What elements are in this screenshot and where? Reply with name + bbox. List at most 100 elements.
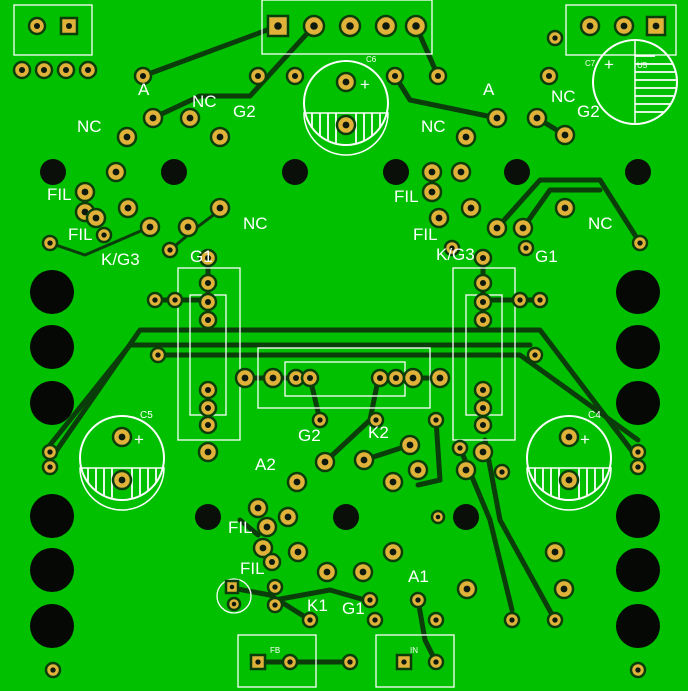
- round-pad: [409, 591, 427, 609]
- round-pad: [256, 516, 278, 538]
- round-pad: [430, 509, 446, 525]
- round-pad: [546, 611, 564, 629]
- round-pad: [316, 561, 338, 583]
- label-fil-left-2: FIL: [68, 225, 93, 244]
- round-pad: [544, 541, 566, 563]
- round-pad: [209, 197, 231, 219]
- label-fil-left-1: FIL: [47, 185, 72, 204]
- round-pad: [429, 367, 451, 389]
- round-pad: [301, 611, 319, 629]
- round-pad: [473, 248, 493, 268]
- round-pad: [451, 439, 469, 457]
- round-pad: [554, 197, 576, 219]
- round-pad: [41, 234, 59, 252]
- round-pad: [531, 291, 549, 309]
- round-pad: [386, 368, 406, 388]
- label-u5: U5: [637, 61, 648, 70]
- round-pad: [579, 15, 601, 37]
- label-a-top-left: A: [138, 80, 150, 99]
- round-pad: [443, 239, 461, 257]
- round-pad: [247, 497, 269, 519]
- round-pad: [166, 291, 184, 309]
- round-pad: [198, 398, 218, 418]
- round-pad: [385, 66, 405, 86]
- round-pad: [262, 552, 282, 572]
- round-pad: [473, 398, 493, 418]
- silkscreen-labels: A NC G2 NC A NC G2 NC FIL FIL K/G3 G1 NC…: [47, 55, 648, 655]
- round-pad: [266, 578, 284, 596]
- label-g2-center: G2: [298, 426, 321, 445]
- label-in: IN: [410, 646, 418, 655]
- round-pad: [142, 107, 164, 129]
- label-fil-right-1: FIL: [394, 187, 419, 206]
- label-nc-mid-left: NC: [243, 214, 268, 233]
- round-pad: [473, 292, 493, 312]
- round-pad: [12, 60, 32, 80]
- round-pad: [27, 16, 47, 36]
- round-pad: [486, 217, 508, 239]
- round-pad: [209, 126, 231, 148]
- round-pad: [78, 60, 98, 80]
- round-pad: [311, 411, 329, 429]
- round-pad: [629, 661, 647, 679]
- round-pad: [248, 66, 268, 86]
- round-pad: [428, 66, 448, 86]
- label-c6: C6: [366, 55, 377, 64]
- round-pad: [456, 578, 478, 600]
- round-pad: [450, 161, 472, 183]
- label-g2-top-right: G2: [577, 102, 600, 121]
- round-pad: [486, 107, 508, 129]
- round-pad: [352, 561, 374, 583]
- round-pad: [95, 226, 113, 244]
- round-pad: [399, 434, 421, 456]
- square-pad: [224, 579, 240, 595]
- label-g2-top-left: G2: [233, 102, 256, 121]
- label-nc-top-right-1: NC: [551, 87, 576, 106]
- label-fb: FB: [270, 646, 280, 655]
- round-pad: [629, 443, 647, 461]
- label-g1-right: G1: [535, 247, 558, 266]
- round-pad: [56, 60, 76, 80]
- label-a2: A2: [255, 455, 276, 474]
- c6-plus: +: [360, 75, 370, 94]
- round-pad: [421, 161, 443, 183]
- round-pad: [517, 239, 535, 257]
- round-pad: [74, 181, 96, 203]
- round-pad: [177, 216, 199, 238]
- solder-pads: [12, 14, 667, 679]
- round-pad: [277, 506, 299, 528]
- round-pad: [558, 426, 580, 448]
- round-pad: [455, 459, 477, 481]
- label-nc-top-left-2: NC: [77, 117, 102, 136]
- label-fil-bottom-2: FIL: [240, 559, 265, 578]
- round-pad: [133, 66, 153, 86]
- round-pad: [493, 463, 511, 481]
- round-pad: [41, 458, 59, 476]
- round-pad: [198, 415, 218, 435]
- round-pad: [146, 291, 164, 309]
- round-pad: [234, 367, 256, 389]
- round-pad: [198, 292, 218, 312]
- round-pad: [473, 273, 493, 293]
- label-a1: A1: [408, 567, 429, 586]
- round-pad: [139, 216, 161, 238]
- round-pad: [198, 248, 218, 268]
- round-pad: [116, 126, 138, 148]
- round-pad: [427, 611, 445, 629]
- round-pad: [473, 310, 493, 330]
- round-pad: [546, 29, 564, 47]
- round-pad: [421, 181, 443, 203]
- round-pad: [455, 126, 477, 148]
- round-pad: [427, 411, 445, 429]
- round-pad: [285, 66, 305, 86]
- round-pad: [197, 441, 219, 463]
- round-pad: [335, 114, 357, 136]
- round-pad: [553, 578, 575, 600]
- round-pad: [341, 653, 359, 671]
- round-pad: [428, 207, 450, 229]
- round-pad: [382, 541, 404, 563]
- c7-plus: +: [604, 55, 614, 74]
- round-pad: [266, 596, 284, 614]
- label-k1: K1: [307, 596, 328, 615]
